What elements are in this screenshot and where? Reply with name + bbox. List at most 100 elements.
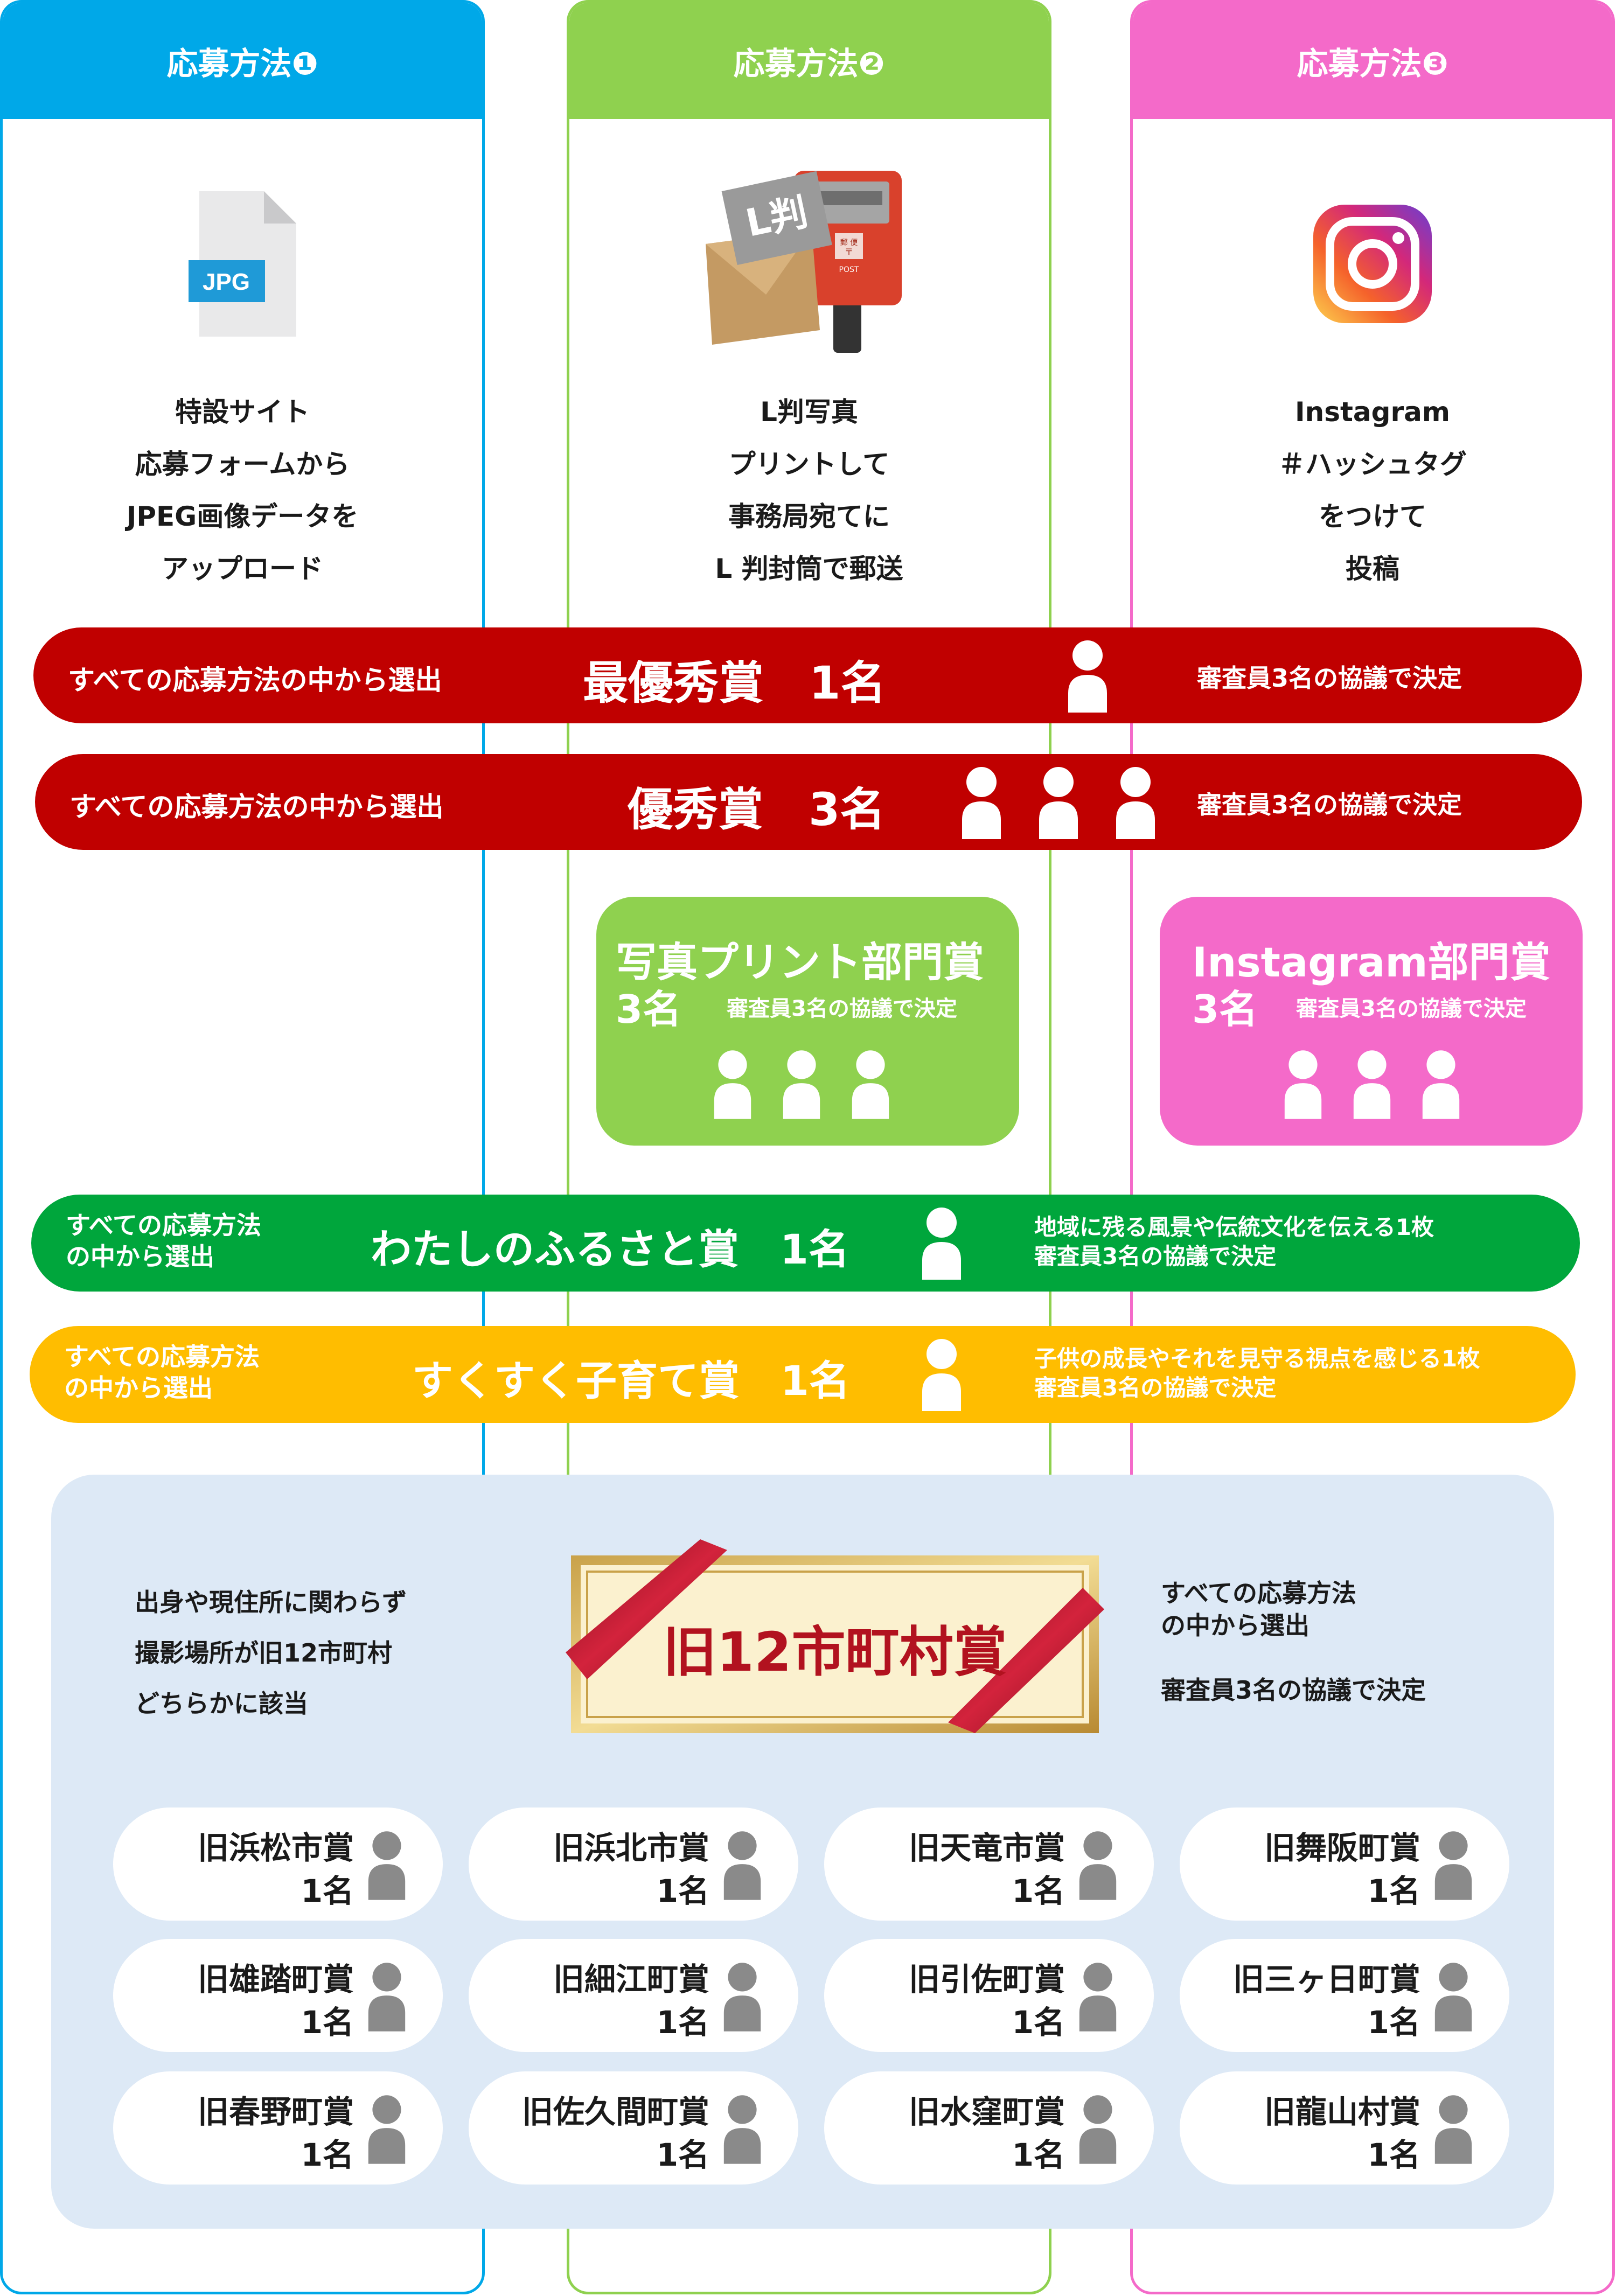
- award-count: 1名: [1012, 2137, 1065, 2173]
- column-description: L判写真 プリントして 事務局宛てに L 判封筒で郵送: [715, 396, 903, 584]
- municipality-award-pill: 旧雄踏町賞 1名: [113, 1939, 443, 2052]
- person-icon: [1434, 1963, 1472, 2032]
- bar-left-text: すべての応募方法 の中から選出: [64, 1342, 260, 1402]
- bar-left-text: すべての応募方法の中から選出: [68, 665, 442, 696]
- person-icon: [723, 1963, 761, 2032]
- municipality-award-pill: 旧龍山村賞 1名: [1180, 2071, 1509, 2185]
- award-name: 旧浜松市賞: [197, 1830, 354, 1866]
- bar-title: 優秀賞 3名: [628, 783, 886, 836]
- person-icon: [1039, 767, 1078, 839]
- bar-left-text: すべての応募方法の中から選出: [69, 791, 444, 822]
- award-name: 旧龍山村賞: [1264, 2093, 1420, 2130]
- award-name: 旧舞阪町賞: [1264, 1830, 1420, 1866]
- person-icon: [1434, 1831, 1472, 1900]
- person-icon: [920, 1206, 963, 1282]
- person-icon: [962, 767, 1001, 839]
- sukusuku-award-bar: すべての応募方法 の中から選出 すくすく子育て賞 1名 子供の成長やそれを見守る…: [30, 1326, 1576, 1423]
- bar-right-text: 地域に残る風景や伝統文化を伝える1枚 審査員3名の協議で決定: [1034, 1214, 1434, 1269]
- person-icon: [1284, 1050, 1322, 1119]
- person-icon: [368, 1963, 406, 2032]
- mailbox-envelope-icon: 郵 便 〒 POST L判: [569, 170, 1049, 358]
- person-icon: [368, 2095, 406, 2164]
- bar-title: わたしのふるさと賞 1名: [371, 1225, 849, 1273]
- award-count: 1名: [656, 1873, 709, 1909]
- plaque: 旧12市町村賞: [528, 1518, 1142, 1744]
- award-name: 旧細江町賞: [553, 1961, 709, 1998]
- municipality-award-pill: 旧水窪町賞 1名: [824, 2071, 1154, 2185]
- award-count: 1名: [656, 2004, 709, 2041]
- award-count: 1名: [1367, 1873, 1420, 1909]
- bar-title: すくすく子育て賞 1名: [412, 1357, 850, 1405]
- award-name: 旧春野町賞: [197, 2093, 354, 2130]
- award-count: 1名: [301, 1873, 354, 1909]
- column-title: 応募方法❸: [1133, 3, 1612, 119]
- person-icon: [1422, 1050, 1460, 1119]
- svg-text:POST: POST: [839, 266, 859, 274]
- grand-prize-bar: すべての応募方法の中から選出 最優秀賞 1名 審査員3名の協議で決定: [33, 627, 1582, 723]
- person-icon: [1353, 1050, 1391, 1119]
- municipality-award-region: 出身や現住所に関わらず 撮影場所が旧12市町村 どちらかに該当 旧12市町村賞 …: [51, 1475, 1554, 2229]
- award-count: 1名: [1367, 2137, 1420, 2173]
- column-title: 応募方法❶: [3, 3, 482, 119]
- svg-text:郵 便: 郵 便: [840, 239, 858, 247]
- jpg-label: JPG: [203, 269, 250, 295]
- person-icon: [783, 1050, 820, 1119]
- column-description: 特設サイト 応募フォームから JPEG画像データを アップロード: [126, 396, 359, 584]
- award-name: 旧浜北市賞: [553, 1830, 709, 1866]
- column-description: Instagram ＃ハッシュタグ をつけて 投稿: [1278, 396, 1467, 584]
- person-icons: [712, 1049, 891, 1119]
- award-count: 1名: [1012, 1873, 1065, 1909]
- award-count: 1名: [1367, 2004, 1420, 2041]
- municipality-award-pill: 旧浜北市賞 1名: [469, 1808, 798, 1921]
- person-icon: [852, 1050, 889, 1119]
- region-condition-text: 出身や現住所に関わらず 撮影場所が旧12市町村 どちらかに該当: [135, 1588, 407, 1718]
- person-icon: [1066, 639, 1109, 715]
- award-title: Instagram部門賞: [1192, 938, 1551, 986]
- person-icon: [723, 2095, 761, 2164]
- bar-left-text: すべての応募方法 の中から選出: [66, 1211, 261, 1271]
- person-icon: [920, 1338, 963, 1413]
- person-icons: [960, 766, 1165, 841]
- bar-right-text: 審査員3名の協議で決定: [1197, 664, 1462, 693]
- person-icon: [1116, 767, 1155, 839]
- award-name: 旧天竜市賞: [908, 1830, 1065, 1866]
- instagram-award-box: Instagram部門賞 3名 審査員3名の協議で決定: [1160, 897, 1583, 1146]
- person-icon: [723, 1831, 761, 1900]
- award-name: 旧佐久間町賞: [521, 2093, 709, 2130]
- jpg-file-icon: JPG: [3, 170, 482, 358]
- municipality-award-pill: 旧舞阪町賞 1名: [1180, 1808, 1509, 1921]
- svg-text:〒: 〒: [845, 247, 853, 257]
- person-icon: [368, 1831, 406, 1900]
- region-selection-text: すべての応募方法 の中から選出 審査員3名の協議で決定: [1161, 1579, 1426, 1705]
- bar-title: 最優秀賞 1名: [583, 657, 886, 709]
- municipality-award-pill: 旧天竜市賞 1名: [824, 1808, 1154, 1921]
- bar-right-text: 審査員3名の協議で決定: [1197, 790, 1462, 819]
- award-title: 写真プリント部門賞: [616, 938, 984, 986]
- person-icons: [1283, 1049, 1461, 1119]
- furusato-award-bar: すべての応募方法 の中から選出 わたしのふるさと賞 1名 地域に残る風景や伝統文…: [31, 1195, 1580, 1292]
- award-count: 1名: [656, 2137, 709, 2173]
- award-name: 旧引佐町賞: [908, 1961, 1065, 1998]
- bar-right-text: 子供の成長やそれを見守る視点を感じる1枚 審査員3名の協議で決定: [1034, 1345, 1480, 1401]
- photo-print-award-box: 写真プリント部門賞 3名 審査員3名の協議で決定: [596, 897, 1019, 1146]
- award-count: 1名: [301, 2004, 354, 2041]
- instagram-icon: [1133, 170, 1612, 358]
- award-note: 審査員3名の協議で決定: [727, 996, 957, 1021]
- person-icon: [1079, 1831, 1117, 1900]
- column-title: 応募方法❷: [569, 3, 1049, 119]
- award-count: 1名: [301, 2137, 354, 2173]
- excellence-bar: すべての応募方法の中から選出 優秀賞 3名 審査員3名の協議で決定: [35, 754, 1582, 850]
- municipality-award-pill: 旧浜松市賞 1名: [113, 1808, 443, 1921]
- municipality-award-pill: 旧三ヶ日町賞 1名: [1180, 1939, 1509, 2052]
- person-icon: [1434, 2095, 1472, 2164]
- award-count: 3名: [616, 987, 682, 1032]
- municipality-award-pill: 旧春野町賞 1名: [113, 2071, 443, 2185]
- municipality-award-pill: 旧佐久間町賞 1名: [469, 2071, 798, 2185]
- municipality-award-pill: 旧引佐町賞 1名: [824, 1939, 1154, 2052]
- award-name: 旧水窪町賞: [908, 2093, 1065, 2130]
- award-note: 審査員3名の協議で決定: [1296, 996, 1527, 1021]
- person-icon: [1079, 2095, 1117, 2164]
- award-name: 旧三ヶ日町賞: [1232, 1961, 1420, 1998]
- municipality-award-pill: 旧細江町賞 1名: [469, 1939, 798, 2052]
- award-name: 旧雄踏町賞: [197, 1961, 354, 1998]
